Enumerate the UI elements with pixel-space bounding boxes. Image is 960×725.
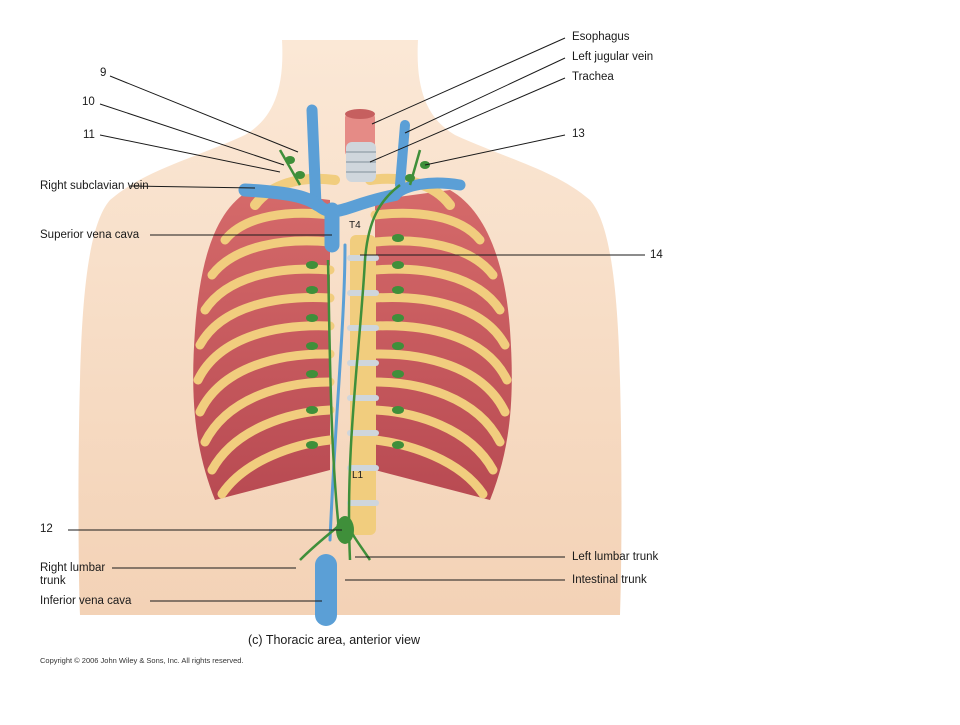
copyright-notice: Copyright © 2006 John Wiley & Sons, Inc.… <box>40 656 244 665</box>
label-superior-vena-cava: Superior vena cava <box>40 229 140 241</box>
leader-lines <box>68 37 645 602</box>
label-esophagus: Esophagus <box>572 31 630 43</box>
label-t4: T4 <box>349 220 361 231</box>
label-inferior-vena-cava: Inferior vena cava <box>40 595 132 607</box>
label-right-subclavian-vein: Right subclavian vein <box>40 180 149 192</box>
ribs-right <box>193 208 335 499</box>
label-10: 10 <box>82 96 95 108</box>
label-11: 11 <box>83 129 95 141</box>
vertebral-column <box>347 235 379 535</box>
label-left-jugular-vein: Left jugular vein <box>572 51 654 63</box>
lymph-nodes <box>285 156 430 544</box>
figure-caption: (c) Thoracic area, anterior view <box>248 633 421 647</box>
label-12: 12 <box>40 523 53 535</box>
veins <box>238 104 466 626</box>
label-13: 13 <box>572 128 585 140</box>
label-14: 14 <box>650 249 663 261</box>
label-trachea: Trachea <box>572 71 614 83</box>
right-clavicle <box>250 173 340 210</box>
label-left-lumbar-trunk: Left lumbar trunk <box>572 551 659 563</box>
label-right-lumbar-trunk: Right lumbar trunk <box>40 562 106 587</box>
label-9: 9 <box>100 67 107 79</box>
label-intestinal-trunk: Intestinal trunk <box>572 574 647 586</box>
label-l1: L1 <box>352 470 364 481</box>
ribs-left <box>370 208 512 499</box>
